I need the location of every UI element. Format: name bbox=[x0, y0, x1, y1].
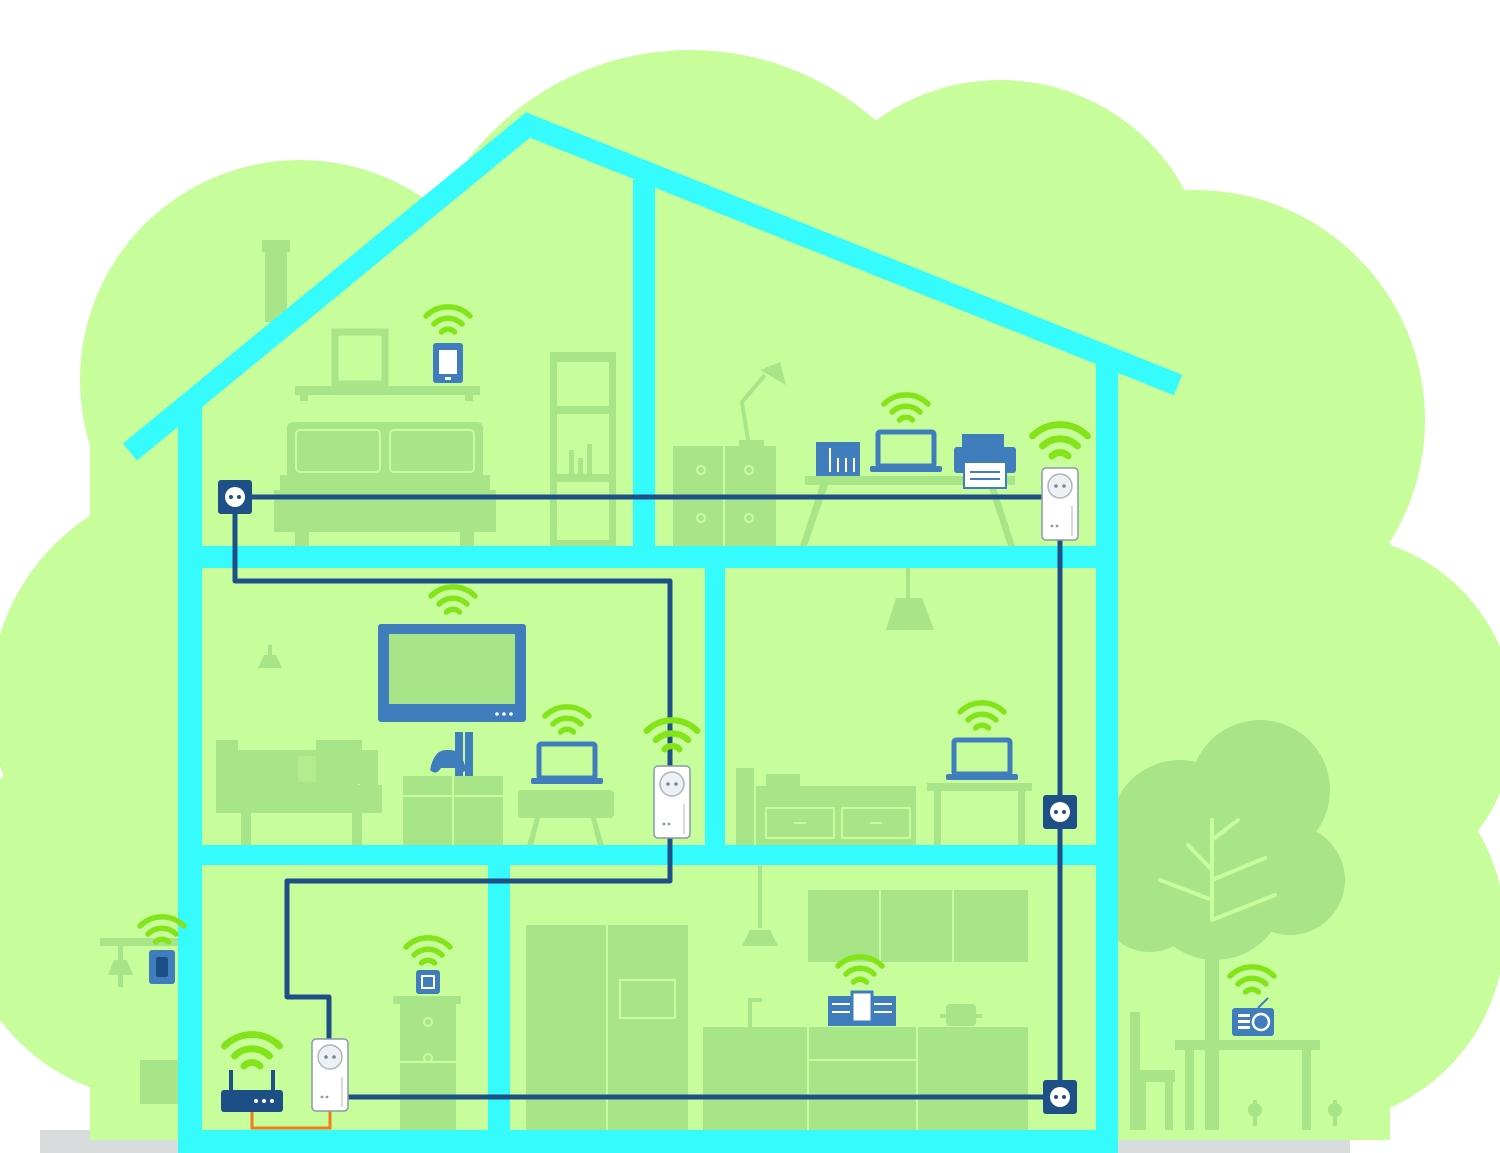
wall-socket-attic bbox=[218, 480, 252, 514]
smartphone-icon bbox=[433, 343, 463, 383]
nas-icon bbox=[816, 442, 860, 476]
ethernet-cable bbox=[250, 1105, 332, 1130]
wall-socket-middle-right bbox=[1043, 795, 1077, 829]
outdoor-left-decor bbox=[100, 938, 180, 1104]
house-roof bbox=[123, 112, 1183, 461]
outdoor-camera-icon bbox=[149, 950, 175, 984]
printer-icon bbox=[954, 434, 1016, 489]
powerline-adapter-attic bbox=[1041, 467, 1079, 541]
radio-icon bbox=[1232, 997, 1274, 1036]
house-walls bbox=[178, 180, 1118, 1153]
stereo-icon bbox=[828, 990, 896, 1026]
smart-speaker-icon bbox=[416, 970, 440, 994]
garden-furniture bbox=[1130, 1012, 1342, 1130]
powerline-adapter-middle bbox=[653, 765, 691, 839]
tree-branches bbox=[1158, 818, 1277, 922]
wall-socket-ground-right bbox=[1043, 1080, 1077, 1114]
router-icon bbox=[221, 1070, 283, 1112]
garden-tree bbox=[1098, 720, 1345, 1130]
powerline-cables bbox=[232, 494, 1063, 1100]
game-console-icon bbox=[430, 732, 473, 776]
television-icon bbox=[378, 624, 526, 722]
powerline-adapter-ground bbox=[311, 1038, 349, 1112]
